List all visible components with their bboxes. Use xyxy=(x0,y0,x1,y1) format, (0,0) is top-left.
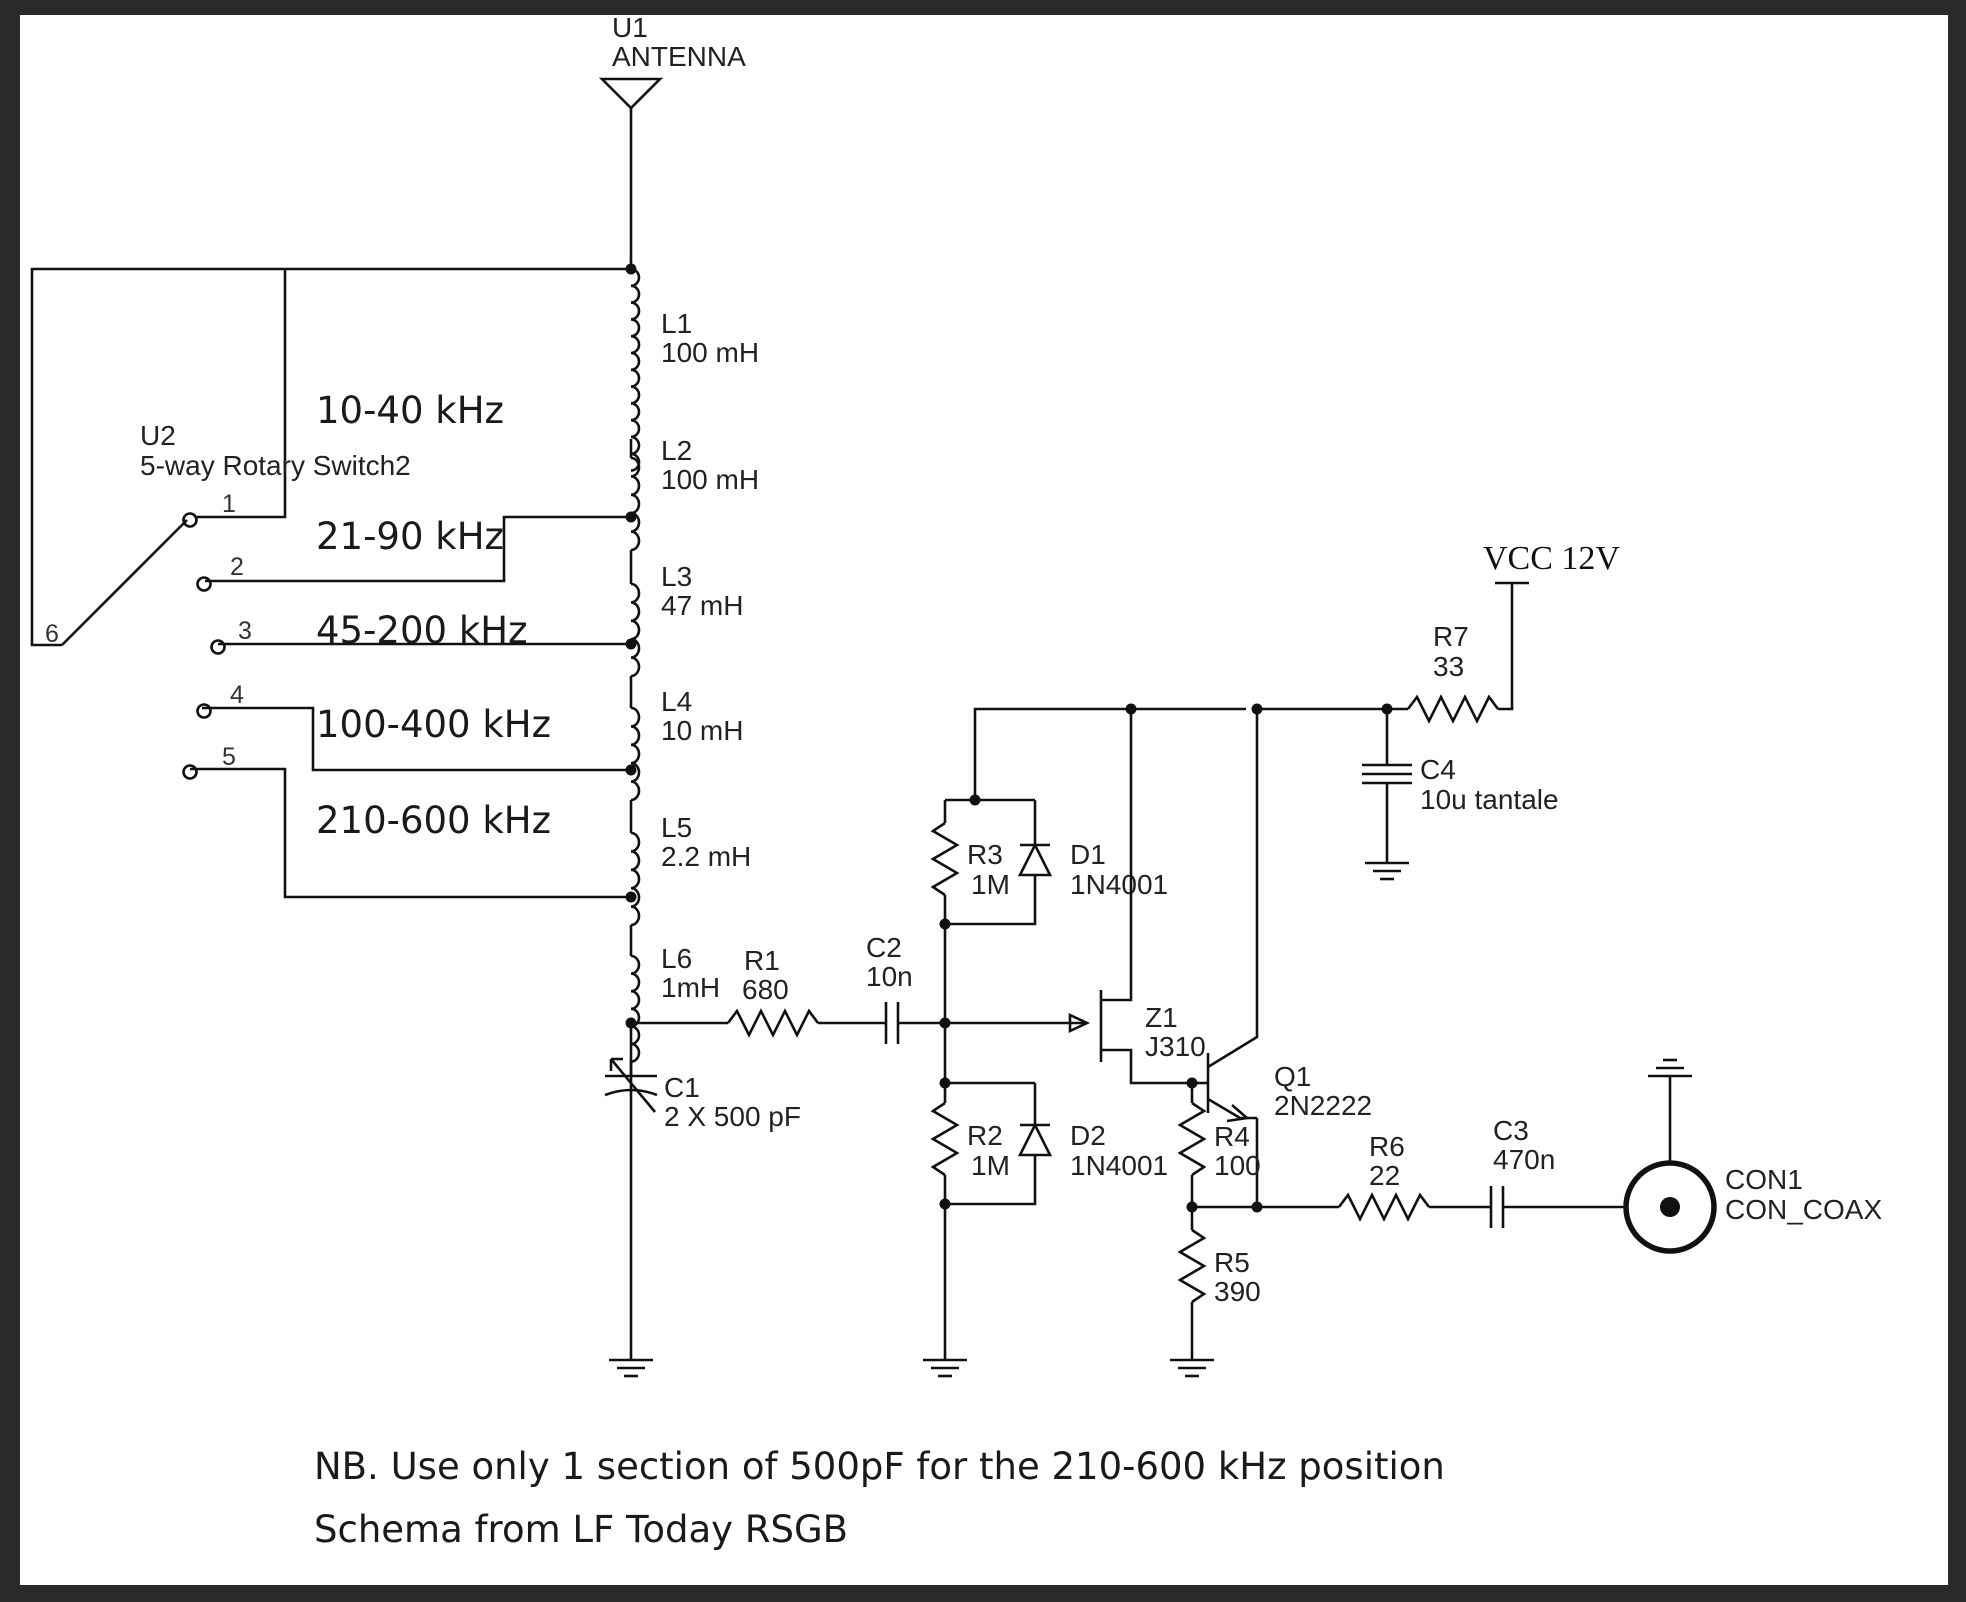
l6-ref: L6 xyxy=(661,943,692,974)
antenna-ref: U1 xyxy=(612,15,648,43)
inductor-l3 xyxy=(630,582,641,678)
band-label-3: 45-200 kHz xyxy=(316,609,528,652)
l3-value: 47 mH xyxy=(661,590,743,621)
switch-pin-2: 2 xyxy=(230,553,244,581)
transistor-q1 xyxy=(1192,709,1259,1207)
r7-value: 33 xyxy=(1433,651,1464,682)
capacitor-c4-tantalum xyxy=(1362,709,1412,881)
jfet-z1 xyxy=(1068,709,1192,1085)
coax-connector-con1 xyxy=(1623,1058,1717,1254)
ground-c1 xyxy=(609,1358,653,1378)
r2-ref: R2 xyxy=(967,1120,1003,1151)
c3-value: 470n xyxy=(1493,1144,1555,1175)
c2-ref: C2 xyxy=(866,932,902,963)
d1-value: 1N4001 xyxy=(1070,869,1168,900)
r2-value: 1M xyxy=(971,1150,1010,1181)
d2-ref: D2 xyxy=(1070,1120,1106,1151)
c3-ref: C3 xyxy=(1493,1115,1529,1146)
resistor-r7 xyxy=(1406,694,1500,724)
c4-ref: C4 xyxy=(1420,754,1456,785)
resistor-r4 xyxy=(1177,1101,1207,1177)
d2-value: 1N4001 xyxy=(1070,1150,1168,1181)
note-capacitor: NB. Use only 1 section of 500pF for the … xyxy=(314,1445,1445,1488)
band-label-5: 210-600 kHz xyxy=(316,799,551,842)
l2-value: 100 mH xyxy=(661,464,759,495)
con1-ref: CON1 xyxy=(1725,1164,1803,1195)
r3-ref: R3 xyxy=(967,839,1003,870)
q1-ref: Q1 xyxy=(1274,1061,1311,1092)
diode-d1 xyxy=(1017,842,1053,877)
antenna-value: ANTENNA xyxy=(612,41,746,72)
resistor-r6 xyxy=(1337,1192,1431,1222)
l1-ref: L1 xyxy=(661,308,692,339)
schematic-sheet: U1 ANTENNA L1 100 mH L2 100 mH L3 47 mH … xyxy=(20,15,1948,1585)
inductor-l4 xyxy=(630,706,641,802)
z1-value: J310 xyxy=(1145,1031,1206,1062)
l4-value: 10 mH xyxy=(661,715,743,746)
switch-pin-3: 3 xyxy=(238,617,252,645)
capacitor-c2 xyxy=(884,1002,900,1044)
c2-value: 10n xyxy=(866,961,913,992)
vcc-label: VCC 12V xyxy=(1483,540,1620,577)
circuit-diagram: U1 ANTENNA L1 100 mH L2 100 mH L3 47 mH … xyxy=(30,15,1882,1378)
d1-ref: D1 xyxy=(1070,839,1106,870)
l2-ref: L2 xyxy=(661,435,692,466)
resistor-r1 xyxy=(726,1008,820,1038)
band-label-4: 100-400 kHz xyxy=(316,703,551,746)
switch-pin-1: 1 xyxy=(222,490,236,518)
resistor-r2 xyxy=(930,1101,960,1177)
l3-ref: L3 xyxy=(661,561,692,592)
r1-ref: R1 xyxy=(744,945,780,976)
c1-ref: C1 xyxy=(664,1072,700,1103)
l5-value: 2.2 mH xyxy=(661,841,751,872)
r5-ref: R5 xyxy=(1214,1247,1250,1278)
capacitor-c3 xyxy=(1489,1186,1505,1228)
r6-ref: R6 xyxy=(1369,1131,1405,1162)
q1-value: 2N2222 xyxy=(1274,1090,1372,1121)
resistor-r5 xyxy=(1177,1228,1207,1304)
switch-wiring xyxy=(30,267,631,899)
r3-value: 1M xyxy=(971,869,1010,900)
l1-value: 100 mH xyxy=(661,337,759,368)
diode-d2 xyxy=(1017,1122,1053,1157)
c1-value: 2 X 500 pF xyxy=(664,1101,801,1132)
band-label-2: 21-90 kHz xyxy=(316,515,504,558)
ground-bias xyxy=(923,1358,967,1378)
resistor-r3 xyxy=(930,821,960,897)
switch-pin-6: 6 xyxy=(45,620,59,648)
inductor-l1 xyxy=(630,267,641,472)
con1-value: CON_COAX xyxy=(1725,1194,1882,1225)
inductor-l5 xyxy=(630,831,641,927)
ground-emitter xyxy=(1170,1358,1214,1378)
switch-pin-5: 5 xyxy=(222,743,236,771)
note-source: Schema from LF Today RSGB xyxy=(314,1508,849,1551)
switch-pin-4: 4 xyxy=(230,681,244,709)
switch-contacts xyxy=(182,512,226,780)
switch-value: 5-way Rotary Switch2 xyxy=(140,450,411,481)
l5-ref: L5 xyxy=(661,812,692,843)
z1-ref: Z1 xyxy=(1145,1002,1178,1033)
r1-value: 680 xyxy=(742,974,789,1005)
r6-value: 22 xyxy=(1369,1160,1400,1191)
r4-value: 100 xyxy=(1214,1150,1261,1181)
r5-value: 390 xyxy=(1214,1276,1261,1307)
switch-ref: U2 xyxy=(140,420,176,451)
r7-ref: R7 xyxy=(1433,621,1469,652)
antenna-symbol xyxy=(598,77,664,269)
c4-value: 10u tantale xyxy=(1420,784,1559,815)
l4-ref: L4 xyxy=(661,686,692,717)
band-label-1: 10-40 kHz xyxy=(316,389,504,432)
r4-ref: R4 xyxy=(1214,1121,1250,1152)
inductor-l2 xyxy=(630,456,641,552)
l6-value: 1mH xyxy=(661,972,720,1003)
capacitor-c1-variable xyxy=(604,1023,658,1360)
